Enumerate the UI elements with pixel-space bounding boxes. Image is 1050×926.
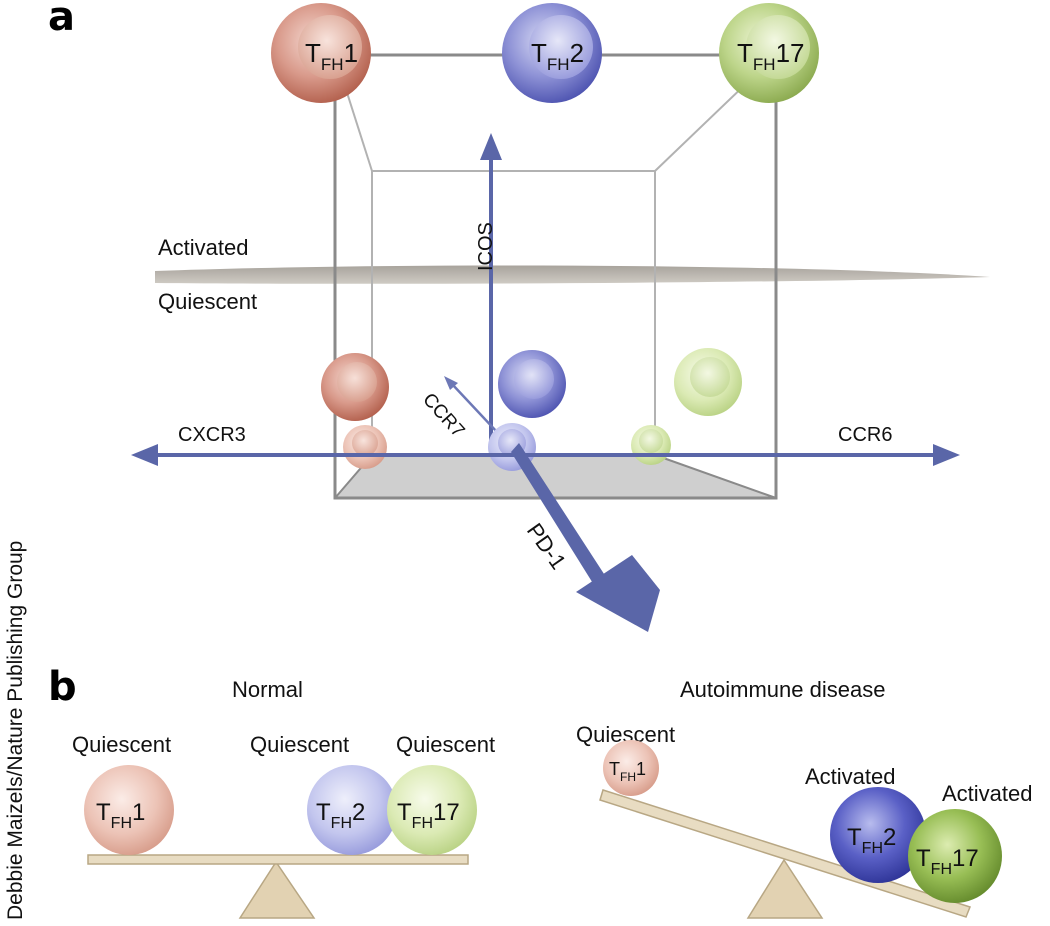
tfh1-sub: FH <box>321 55 344 74</box>
tfh1-num: 1 <box>344 38 358 68</box>
svg-text:TFH2: TFH2 <box>531 38 584 74</box>
normal-cell-tfh2: TFH2 <box>307 765 397 855</box>
icos-axis <box>480 133 502 455</box>
svg-text:TFH2: TFH2 <box>316 799 365 832</box>
svg-text:TFH17: TFH17 <box>916 845 979 878</box>
normal-title: Normal <box>232 677 303 702</box>
image-credit: Debbie Maizels/Nature Publishing Group <box>4 541 27 920</box>
activation-plane <box>155 265 990 284</box>
ccr7-label: CCR7 <box>418 389 468 441</box>
box-floor <box>335 455 776 498</box>
cell-mid-blue <box>498 350 566 418</box>
tfh2-num: 2 <box>570 38 584 68</box>
svg-text:TFH1: TFH1 <box>305 38 358 74</box>
tfh17-sub: FH <box>753 55 776 74</box>
autoimmune-cell-tfh17: TFH17 <box>908 809 1002 903</box>
pd1-axis <box>511 443 660 632</box>
ccr6-label: CCR6 <box>838 424 892 446</box>
cell-tfh17-top: TFH17 <box>719 3 819 103</box>
normal-label-3: Quiescent <box>396 732 495 757</box>
cell-mid-red <box>321 353 389 421</box>
cell-quiescent-red-small <box>343 425 387 469</box>
svg-text:TFH1: TFH1 <box>609 759 646 784</box>
cell-mid-green <box>674 348 742 416</box>
autoimmune-label-2: Activated <box>805 764 896 789</box>
normal-cell-tfh17: TFH17 <box>387 765 477 855</box>
cxcr3-label: CXCR3 <box>178 424 246 446</box>
autoimmune-title: Autoimmune disease <box>680 677 885 702</box>
cell-tfh2-top: TFH2 <box>502 3 602 103</box>
quiescent-label: Quiescent <box>158 289 257 314</box>
autoimmune-cell-tfh2: TFH2 <box>830 787 926 883</box>
cxcr3-ccr6-axis <box>131 444 960 466</box>
autoimmune-label-3: Activated <box>942 781 1033 806</box>
cell-quiescent-green-small <box>631 425 671 465</box>
panel-b-letter: b <box>48 664 77 710</box>
tfh17-t: T <box>737 38 753 68</box>
svg-text:TFH1: TFH1 <box>96 799 145 832</box>
normal-label-2: Quiescent <box>250 732 349 757</box>
autoimmune-cell-tfh1: TFH1 <box>603 740 659 796</box>
svg-text:TFH2: TFH2 <box>847 824 896 857</box>
tfh2-sub: FH <box>547 55 570 74</box>
panel-a-letter: a <box>48 0 75 40</box>
normal-seesaw <box>87 854 469 919</box>
autoimmune-seesaw <box>599 789 971 919</box>
cell-tfh1-top: TFH1 <box>271 3 371 103</box>
normal-label-1: Quiescent <box>72 732 171 757</box>
svg-text:TFH17: TFH17 <box>397 799 460 832</box>
tfh2-t: T <box>531 38 547 68</box>
normal-cell-tfh1: TFH1 <box>84 765 174 855</box>
icos-label: ICOS <box>475 222 497 271</box>
tfh1-t: T <box>305 38 321 68</box>
svg-text:TFH17: TFH17 <box>737 38 804 74</box>
tfh17-num: 17 <box>776 38 805 68</box>
activated-label: Activated <box>158 235 249 260</box>
